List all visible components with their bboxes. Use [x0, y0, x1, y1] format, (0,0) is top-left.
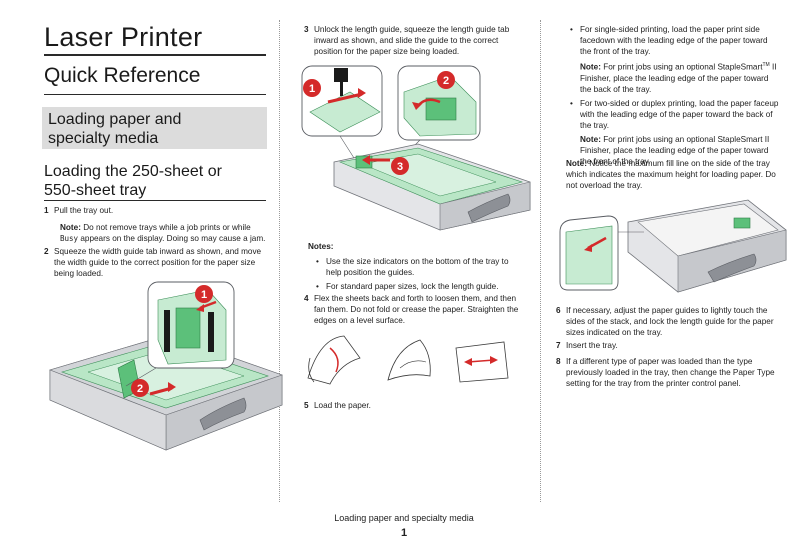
step-6-number: 6: [556, 306, 561, 315]
tray-length-guide-figure: 1 2 3: [301, 65, 531, 231]
step-8-number: 8: [556, 357, 561, 366]
step-1-number: 1: [44, 206, 49, 215]
title-rule: [44, 54, 266, 56]
callout-3-label: 3: [397, 161, 403, 173]
load-orientation-list: For single-sided printing, load the pape…: [570, 24, 780, 170]
bullet-single-sided: For single-sided printing, load the pape…: [570, 24, 780, 57]
flex-paper-step-b: [387, 339, 431, 381]
step-8: 8 If a different type of paper was loade…: [556, 356, 780, 389]
subtitle-rule: [44, 94, 266, 95]
note-1-text-a: Do not remove trays while a job prints o…: [83, 223, 251, 232]
note-a-text-2: II Finisher, place the leading edge of t…: [580, 62, 777, 94]
callout-2-label-b: 2: [443, 75, 449, 87]
step-3: 3 Unlock the length guide, squeeze the l…: [304, 24, 526, 57]
callout-2-label: 2: [137, 383, 143, 395]
notes-heading: Notes:: [308, 241, 524, 252]
flex-paper-figure: [307, 335, 509, 385]
note-1-label: Note:: [60, 223, 81, 232]
step-2-text: Squeeze the width guide tab inward as sh…: [54, 247, 262, 278]
note-1: Note: Do not remove trays while a job pr…: [60, 222, 266, 244]
step-6: 6 If necessary, adjust the paper guides …: [556, 305, 780, 338]
step-1: 1 Pull the tray out.: [44, 205, 264, 216]
section-heading-line-1: Loading paper and: [48, 111, 182, 128]
step-3-number: 3: [304, 25, 309, 34]
note-single-sided: Note: For print jobs using an optional S…: [570, 60, 780, 95]
note-1-busy-text: Busy: [60, 234, 79, 243]
step-2: 2 Squeeze the width guide tab inward as …: [44, 246, 266, 279]
note-fill-line: Note: Notice the maximum fill line on th…: [566, 158, 780, 191]
section-heading-line-2: specialty media: [48, 130, 159, 147]
step-4-number: 4: [304, 294, 309, 303]
subsection-rule: [44, 200, 266, 201]
callout-1-label-b: 1: [309, 83, 315, 95]
section-heading: Loading paper and specialty media: [42, 107, 267, 149]
flex-paper-step-a: [307, 335, 361, 385]
subsection-heading-line-1: Loading the 250-sheet or: [44, 163, 222, 180]
column-divider-right: [540, 20, 541, 502]
notes-label: Notes:: [308, 242, 334, 251]
step-8-text: If a different type of paper was loaded …: [566, 357, 775, 388]
step-7-text: Insert the tray.: [566, 341, 618, 350]
subsection-heading-line-2: 550-sheet tray: [44, 182, 147, 199]
note-b-text: For print jobs using an optional StapleS…: [580, 134, 770, 166]
step-2-number: 2: [44, 247, 49, 256]
column-divider-left: [279, 20, 280, 502]
step-7-number: 7: [556, 341, 561, 350]
step-6-text: If necessary, adjust the paper guides to…: [566, 306, 774, 337]
tray-width-guide-figure: 1 2: [49, 281, 283, 451]
step-5-text: Load the paper.: [314, 401, 371, 410]
note-item: Use the size indicators on the bottom of…: [316, 256, 526, 278]
callout-1-label: 1: [201, 289, 207, 301]
note-a-label: Note:: [580, 62, 601, 72]
note-two-sided: Note: For print jobs using an optional S…: [570, 134, 780, 167]
trademark-mark: TM: [762, 62, 770, 68]
step-1-text: Pull the tray out.: [54, 206, 114, 215]
flex-paper-step-c: [455, 341, 509, 383]
step-5: 5 Load the paper.: [304, 400, 526, 411]
notes-list: Use the size indicators on the bottom of…: [316, 256, 526, 295]
bullet-two-sided: For two-sided or duplex printing, load t…: [570, 98, 780, 131]
note-item: For standard paper sizes, lock the lengt…: [316, 281, 526, 292]
step-4: 4 Flex the sheets back and forth to loos…: [304, 293, 526, 326]
step-4-text: Flex the sheets back and forth to loosen…: [314, 294, 519, 325]
document-subtitle: Quick Reference: [44, 64, 201, 87]
note-c-text: Notice the maximum fill line on the side…: [566, 159, 776, 190]
note-1-text-b: appears on the display. Doing so may cau…: [80, 234, 266, 243]
subsection-heading: Loading the 250-sheet or 550-sheet tray: [44, 162, 222, 200]
loaded-tray-figure: [559, 199, 787, 293]
note-c-label: Note:: [566, 159, 587, 168]
note-b-label: Note:: [580, 134, 601, 144]
step-5-number: 5: [304, 401, 309, 410]
step-7: 7 Insert the tray.: [556, 340, 780, 351]
note-a-text-1: For print jobs using an optional StapleS…: [603, 62, 763, 72]
document-title: Laser Printer: [44, 22, 203, 52]
step-3-text: Unlock the length guide, squeeze the len…: [314, 25, 510, 56]
footer-section-title: Loading paper and specialty media: [334, 513, 474, 523]
page-number: 1: [400, 527, 408, 539]
